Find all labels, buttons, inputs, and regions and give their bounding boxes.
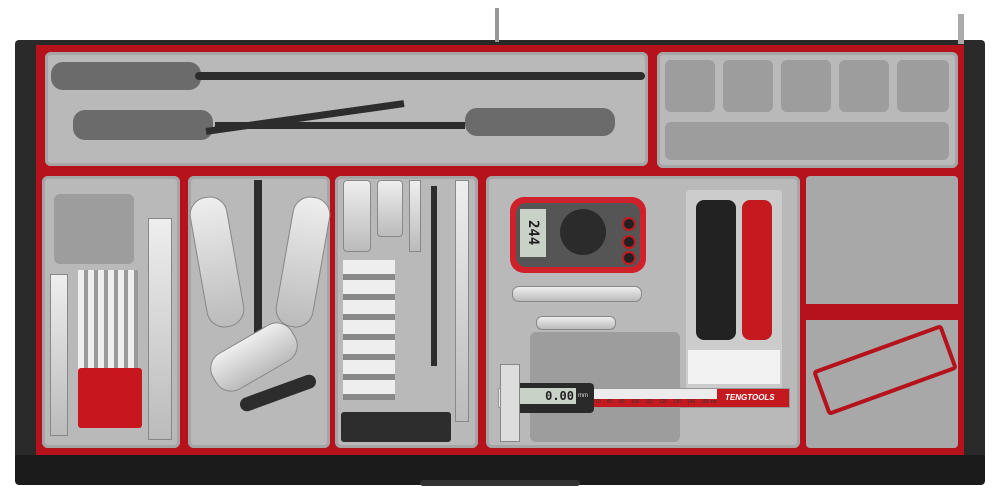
punch-holder xyxy=(78,368,142,428)
spanner xyxy=(512,286,642,302)
multimeter-dial[interactable] xyxy=(560,209,606,255)
drawer-slide xyxy=(958,14,964,44)
ratchet-handle xyxy=(341,412,451,442)
caliper-reading: 0.00 xyxy=(545,389,574,403)
scale-label: 130 xyxy=(673,399,682,405)
probe-jack[interactable] xyxy=(622,235,636,249)
compartment xyxy=(839,60,889,112)
black-test-lead xyxy=(696,200,736,340)
compartment xyxy=(54,194,134,264)
pry-bar-handle[interactable] xyxy=(465,108,615,136)
probe-jack[interactable] xyxy=(622,217,636,231)
puller-arm xyxy=(272,193,334,331)
puller-tray xyxy=(186,176,334,448)
pry-bar-tray xyxy=(45,52,648,166)
deep-socket xyxy=(377,180,403,237)
pry-bar-handle[interactable] xyxy=(73,110,213,140)
puller-spindle xyxy=(254,180,262,360)
probe-jack[interactable] xyxy=(622,251,636,265)
compartment xyxy=(781,60,831,112)
scale-label: 70 xyxy=(595,399,601,405)
caliper-unit: mm xyxy=(578,393,588,399)
empty-foam-tray xyxy=(806,176,959,448)
storage-tray xyxy=(657,52,958,168)
spanner xyxy=(536,316,616,330)
pry-bar xyxy=(215,122,465,129)
pry-bar xyxy=(205,100,405,135)
scale-label: 100 xyxy=(631,399,640,405)
drawer-handle[interactable] xyxy=(420,480,580,486)
red-test-lead xyxy=(742,200,772,340)
scale-label: mm xyxy=(711,399,720,405)
scale-label: 90 xyxy=(619,399,625,405)
socket-rail xyxy=(343,260,395,400)
extension-bar xyxy=(455,180,469,422)
scale-label: 140 xyxy=(687,399,696,405)
socket-clip-rail xyxy=(811,323,959,417)
drawer-latch xyxy=(495,8,499,42)
compartment xyxy=(723,60,773,112)
caliper-body[interactable]: 0.00 mm xyxy=(514,383,594,413)
compartment xyxy=(665,60,715,112)
multimeter-display: 244 xyxy=(520,209,546,257)
ratchet xyxy=(431,186,437,366)
divider xyxy=(806,304,958,320)
test-leads-pack xyxy=(686,190,782,390)
chisel xyxy=(148,218,172,440)
pry-bar xyxy=(195,72,645,80)
extension-bar xyxy=(409,180,421,252)
multimeter[interactable]: 244 xyxy=(510,197,646,273)
caliper-display: 0.00 xyxy=(520,388,576,404)
punch-set xyxy=(78,270,138,370)
caliper-brand-band: TENGTOOLS xyxy=(717,389,789,407)
scale-label: 150 xyxy=(701,399,710,405)
chisel xyxy=(50,274,68,436)
socket-tray xyxy=(335,176,478,448)
scale-label: 110 xyxy=(645,399,653,405)
compartment xyxy=(897,60,949,112)
caliper-jaw xyxy=(500,364,520,442)
puller-arm xyxy=(186,193,248,331)
pack-label xyxy=(688,350,780,384)
scale-label: 80 xyxy=(607,399,613,405)
scale-label: 120 xyxy=(659,399,668,405)
punch-chisel-tray xyxy=(42,176,180,448)
caliper-scale: 70 80 90 100 110 120 130 140 150 mm xyxy=(593,399,720,407)
brand-logo: TENGTOOLS xyxy=(725,393,775,402)
pry-bar-handle[interactable] xyxy=(51,62,201,90)
deep-socket xyxy=(343,180,371,252)
long-compartment xyxy=(665,122,949,160)
